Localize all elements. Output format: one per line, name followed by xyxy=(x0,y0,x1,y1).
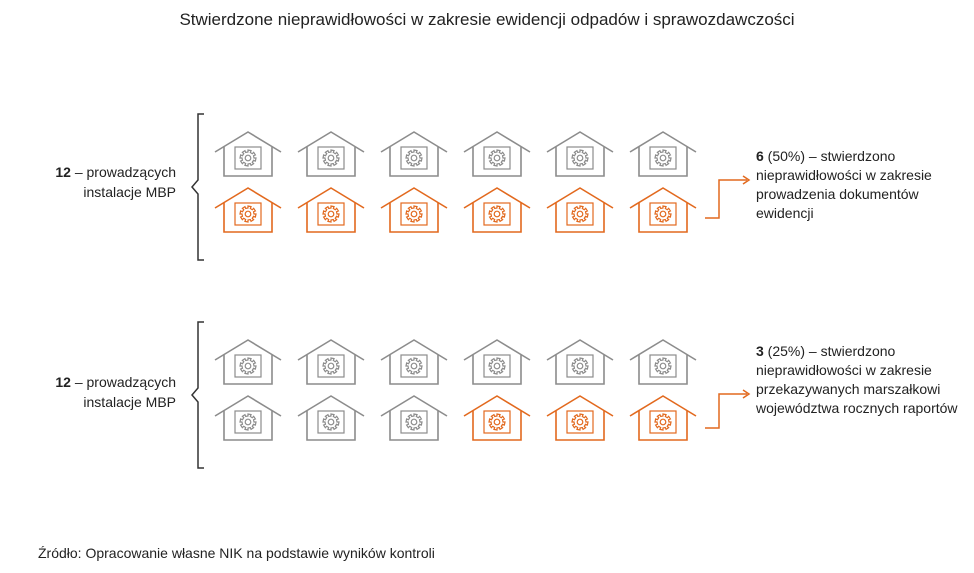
group-2-houses xyxy=(213,338,698,450)
gear-house-icon xyxy=(545,394,615,444)
house-row xyxy=(213,394,698,450)
group-2-arrow xyxy=(705,389,751,429)
group-1-label: 12 – prowadzących instalacje MBP xyxy=(55,164,176,200)
house-row xyxy=(213,130,698,186)
chart-title: Stwierdzone nieprawidłowości w zakresie … xyxy=(179,10,795,29)
group-1-houses xyxy=(213,130,698,242)
gear-house-icon xyxy=(296,394,366,444)
gear-house-icon xyxy=(545,130,615,180)
gear-house-icon xyxy=(628,186,698,236)
gear-house-icon xyxy=(296,338,366,388)
gear-house-icon xyxy=(213,394,283,444)
gear-house-icon xyxy=(545,338,615,388)
group-2-brace xyxy=(191,321,204,469)
gear-house-icon xyxy=(379,186,449,236)
gear-house-icon xyxy=(628,394,698,444)
gear-house-icon xyxy=(628,130,698,180)
group-1-arrow xyxy=(705,175,751,219)
gear-house-icon xyxy=(213,338,283,388)
gear-house-icon xyxy=(545,186,615,236)
group-1: 12 – prowadzących instalacje MBP 6 (50%)… xyxy=(0,112,974,262)
gear-house-icon xyxy=(462,130,532,180)
group-2-label: 12 – prowadzących instalacje MBP xyxy=(55,374,176,410)
group-1-note: 6 (50%) – stwierdzono nieprawidłowości w… xyxy=(756,148,932,221)
source-note: Źródło: Opracowanie własne NIK na podsta… xyxy=(38,545,435,561)
gear-house-icon xyxy=(462,338,532,388)
group-2: 12 – prowadzących instalacje MBP 3 (25%)… xyxy=(0,320,974,470)
gear-house-icon xyxy=(296,130,366,180)
gear-house-icon xyxy=(379,338,449,388)
gear-house-icon xyxy=(213,130,283,180)
group-1-brace xyxy=(191,113,204,261)
gear-house-icon xyxy=(462,394,532,444)
house-row xyxy=(213,186,698,242)
gear-house-icon xyxy=(379,394,449,444)
house-row xyxy=(213,338,698,394)
gear-house-icon xyxy=(296,186,366,236)
gear-house-icon xyxy=(462,186,532,236)
gear-house-icon xyxy=(379,130,449,180)
gear-house-icon xyxy=(213,186,283,236)
group-2-note: 3 (25%) – stwierdzono nieprawidłowości w… xyxy=(756,343,958,416)
gear-house-icon xyxy=(628,338,698,388)
